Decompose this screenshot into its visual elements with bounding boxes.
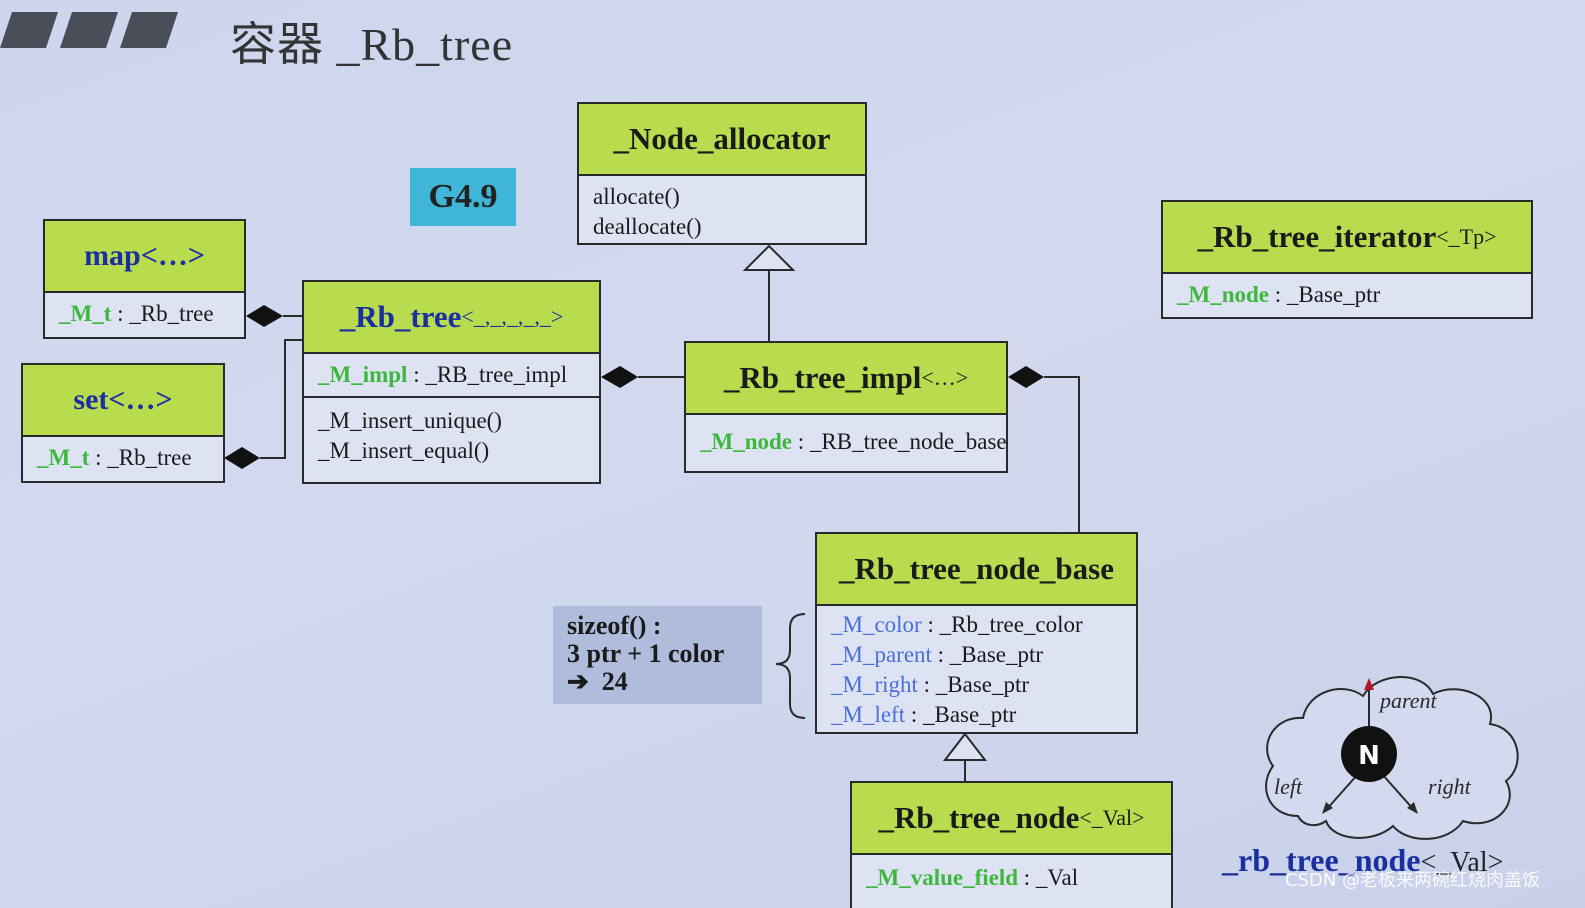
rb-tree-node-class: _Rb_tree_node<_Val> _M_value_field : _Va… <box>850 781 1173 908</box>
method-deallocate: deallocate() <box>593 214 702 239</box>
rb-tree-class: _Rb_tree<_,_,_,_,_> _M_impl : _RB_tree_i… <box>302 280 601 484</box>
rb-tree-field-name: _M_impl <box>318 362 408 387</box>
sizeof-line1: sizeof() : <box>567 611 662 640</box>
map-header: map<…> <box>45 221 244 293</box>
sizeof-note: sizeof() : 3 ptr + 1 color ➔ 24 <box>553 606 762 704</box>
map-field-name: _M_t <box>59 301 112 326</box>
rb-tree-iterator-header: _Rb_tree_iterator<_Tp> <box>1163 202 1531 274</box>
impl-field-name: _M_node <box>700 429 792 454</box>
rb-tree-node-tparams: <_Val> <box>1079 805 1145 830</box>
sizeof-line2: 3 ptr + 1 color <box>567 639 725 668</box>
footer-label-tparams: <_Val> <box>1420 847 1504 878</box>
field-color-name: _M_color <box>831 612 922 637</box>
cloud-left-label: left <box>1274 774 1303 799</box>
rb-tree-iterator-tparams: <_Tp> <box>1436 224 1497 249</box>
field-color-type: : _Rb_tree_color <box>927 612 1083 637</box>
field-right-type: : _Base_ptr <box>923 672 1030 697</box>
version-badge: G4.9 <box>410 168 516 226</box>
csdn-watermark: CSDN @老板来两碗红烧肉盖饭 <box>1285 870 1541 891</box>
rb-tree-impl-name: _Rb_tree_impl <box>723 360 922 395</box>
iterator-field-name: _M_node <box>1177 282 1269 307</box>
map-class: map<…> _M_t : _Rb_tree <box>43 219 246 339</box>
field-parent-type: : _Base_ptr <box>937 642 1044 667</box>
node-field-type: : _Val <box>1023 865 1079 890</box>
field-left-type: : _Base_ptr <box>910 702 1017 727</box>
rb-tree-node-base-class: _Rb_tree_node_base _M_color : _Rb_tree_c… <box>815 532 1138 734</box>
rb-tree-node-footer-label: _rb_tree_node<_Val> <box>1222 842 1503 879</box>
set-field-name: _M_t <box>37 445 90 470</box>
method-insert-unique: _M_insert_unique() <box>318 408 502 433</box>
rb-tree-node-name: _Rb_tree_node <box>878 800 1080 835</box>
rb-tree-field-type: : _RB_tree_impl <box>413 362 568 387</box>
rb-tree-name: _Rb_tree <box>339 299 462 334</box>
title-stripes-decoration <box>0 12 178 48</box>
page-title: 容器 _Rb_tree <box>230 19 514 70</box>
set-class: set<…> _M_t : _Rb_tree <box>21 363 225 483</box>
method-allocate: allocate() <box>593 184 680 209</box>
node-allocator-header: _Node_allocator <box>579 104 865 176</box>
cloud-node-label: N <box>1358 741 1380 771</box>
field-left-name: _M_left <box>831 702 906 727</box>
tree-node-cloud-illustration: N parent left right <box>1265 676 1519 840</box>
sizeof-result: 24 <box>601 667 628 696</box>
field-right-name: _M_right <box>831 672 918 697</box>
cloud-parent-label: parent <box>1378 688 1438 713</box>
footer-label-main: _rb_tree_node <box>1222 842 1421 878</box>
field-parent-name: _M_parent <box>831 642 932 667</box>
rb-tree-impl-header: _Rb_tree_impl<…> <box>686 343 1006 415</box>
impl-field-type: : _RB_tree_node_base <box>797 429 1007 454</box>
rb-tree-header: _Rb_tree<_,_,_,_,_> <box>304 282 599 354</box>
node-allocator-class: _Node_allocator allocate() deallocate() <box>577 102 867 245</box>
arrow-right-icon: ➔ <box>567 667 589 696</box>
rb-tree-tparams: <_,_,_,_,_> <box>461 304 564 329</box>
iterator-field-type: : _Base_ptr <box>1274 282 1381 307</box>
rb-tree-node-base-header: _Rb_tree_node_base <box>817 534 1136 606</box>
rb-tree-iterator-class: _Rb_tree_iterator<_Tp> _M_node : _Base_p… <box>1161 200 1533 319</box>
method-insert-equal: _M_insert_equal() <box>318 438 490 463</box>
set-header: set<…> <box>23 365 223 437</box>
rb-tree-impl-tparams: <…> <box>921 365 969 390</box>
set-field-type: : _Rb_tree <box>95 445 192 470</box>
rb-tree-node-header: _Rb_tree_node<_Val> <box>852 783 1171 855</box>
map-field-type: : _Rb_tree <box>117 301 214 326</box>
rb-tree-impl-class: _Rb_tree_impl<…> _M_node : _RB_tree_node… <box>684 341 1008 473</box>
cloud-right-label: right <box>1428 774 1472 799</box>
node-field-name: _M_value_field <box>866 865 1019 890</box>
rb-tree-iterator-name: _Rb_tree_iterator <box>1197 219 1437 254</box>
